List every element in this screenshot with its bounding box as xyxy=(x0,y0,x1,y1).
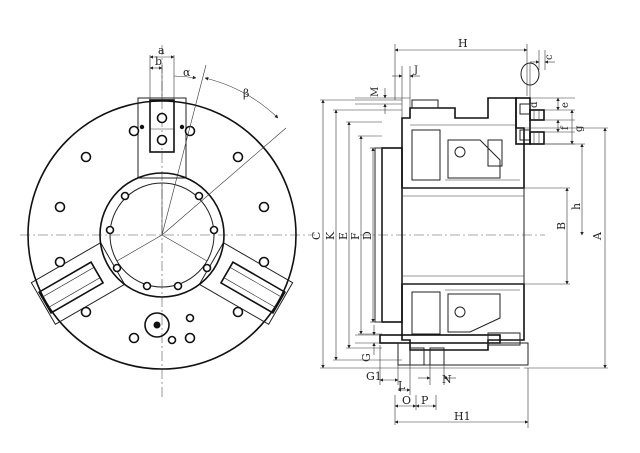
inner-bolt-circle xyxy=(105,191,219,291)
rear-drawtube xyxy=(379,332,529,366)
section-view: H J M c d e f g h C K E F D B A G G1 L N… xyxy=(310,37,608,428)
label-h: h xyxy=(570,203,583,210)
dim-angles xyxy=(161,64,287,236)
label-A: A xyxy=(591,231,604,241)
label-P: P xyxy=(421,394,429,407)
adjustment-screw xyxy=(144,312,195,345)
label-e: e xyxy=(560,102,571,108)
label-J: J xyxy=(413,65,418,76)
label-L: L xyxy=(398,379,406,392)
jaw-lower-left xyxy=(30,242,126,325)
label-E: E xyxy=(337,232,350,240)
label-g: g xyxy=(574,125,585,132)
jaw-top xyxy=(137,97,187,179)
label-D: D xyxy=(361,231,374,240)
label-G1: G1 xyxy=(366,370,382,383)
outer-bolt-circle xyxy=(54,125,270,344)
label-b: b xyxy=(155,55,162,68)
label-B: B xyxy=(555,222,568,230)
label-F: F xyxy=(349,232,362,240)
label-K: K xyxy=(324,231,337,240)
label-a: a xyxy=(158,44,165,57)
label-N: N xyxy=(442,373,452,386)
top-jaw xyxy=(515,62,545,145)
label-f: f xyxy=(560,125,571,130)
label-beta: β xyxy=(243,87,249,100)
section-dimensions xyxy=(320,44,608,428)
front-view: a b α β xyxy=(20,44,315,400)
label-O: O xyxy=(402,394,411,407)
label-alpha: α xyxy=(183,66,191,79)
body-upper-section xyxy=(401,97,525,189)
label-G: G xyxy=(360,353,373,362)
label-c: c xyxy=(544,54,555,60)
through-bore xyxy=(401,187,525,285)
label-H: H xyxy=(458,37,468,50)
through-hole-outer xyxy=(99,172,225,298)
body-lower-section xyxy=(401,283,525,351)
chuck-body-outline xyxy=(27,100,297,370)
label-M: M xyxy=(370,87,381,97)
jaw-lower-right xyxy=(198,242,294,325)
label-H1: H1 xyxy=(454,410,471,423)
dim-a-b xyxy=(149,55,175,100)
label-C: C xyxy=(310,232,323,240)
label-d: d xyxy=(529,101,540,108)
